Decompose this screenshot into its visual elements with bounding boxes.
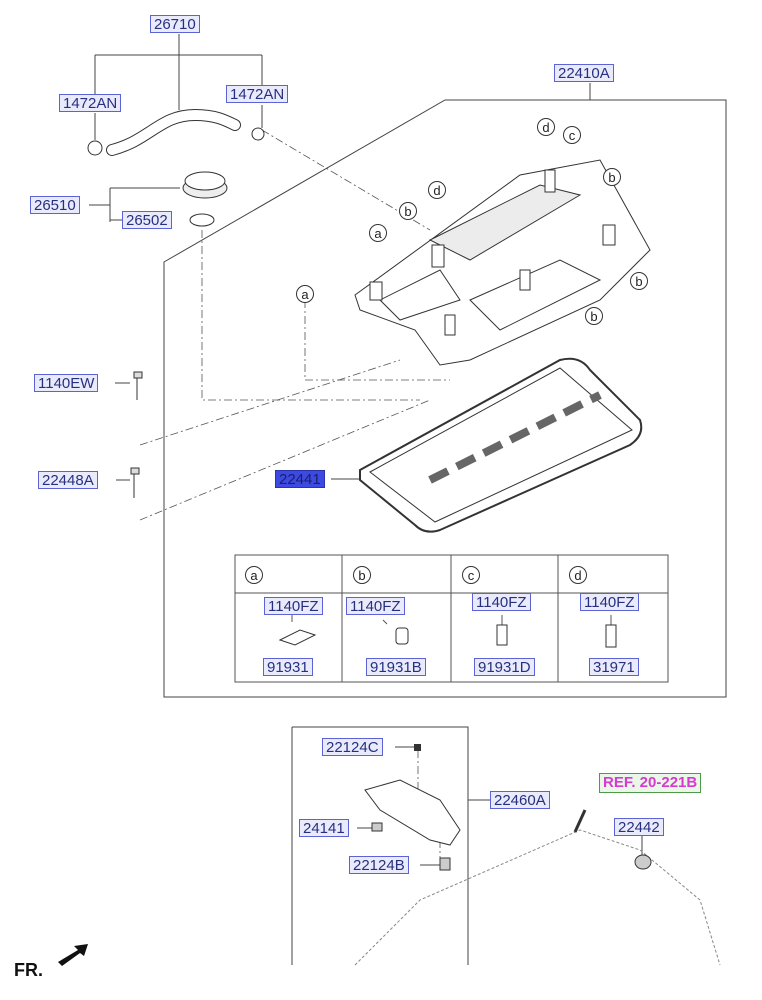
front-arrow	[58, 944, 88, 966]
part-label-24141[interactable]: 24141	[299, 819, 349, 837]
part-label-31971[interactable]: 31971	[589, 658, 639, 676]
part-label-91931b[interactable]: 91931B	[366, 658, 426, 676]
part-label-22124b[interactable]: 22124B	[349, 856, 409, 874]
callout-b: b	[399, 202, 417, 220]
leader-26510	[89, 187, 180, 222]
part-label-22442[interactable]: 22442	[614, 818, 664, 836]
part-label-26510[interactable]: 26510	[30, 196, 80, 214]
callout-a: a	[296, 285, 314, 303]
part-label-22448a[interactable]: 22448A	[38, 471, 98, 489]
leader-26710	[94, 34, 263, 110]
part-label-1140fz-c[interactable]: 1140FZ	[472, 593, 531, 611]
part-label-1472an-right[interactable]: 1472AN	[226, 85, 289, 103]
assembly-frame	[163, 99, 727, 698]
table-header-d: d	[569, 566, 587, 584]
part-label-26710[interactable]: 26710	[150, 15, 200, 33]
callout-a: a	[369, 224, 387, 242]
part-label-1140ew[interactable]: 1140EW	[34, 374, 99, 392]
part-label-1140fz-b[interactable]: 1140FZ	[346, 597, 405, 615]
ref-link-20-221b[interactable]: REF. 20-221B	[599, 773, 702, 793]
callout-d: d	[428, 181, 446, 199]
part-label-91931d[interactable]: 91931D	[474, 658, 535, 676]
part-label-1140fz-d[interactable]: 1140FZ	[580, 593, 639, 611]
part-label-1472an-left[interactable]: 1472AN	[59, 94, 122, 112]
part-label-26502[interactable]: 26502	[122, 211, 172, 229]
part-label-22124c[interactable]: 22124C	[322, 738, 383, 756]
table-header-c: c	[462, 566, 480, 584]
part-label-1140fz-a[interactable]: 1140FZ	[264, 597, 323, 615]
rocker-cover	[354, 159, 651, 366]
part-label-91931[interactable]: 91931	[263, 658, 313, 676]
callout-b: b	[630, 272, 648, 290]
front-direction-label: FR.	[14, 960, 43, 980]
callout-b: b	[603, 168, 621, 186]
part-label-22460a[interactable]: 22460A	[490, 791, 550, 809]
callout-b: b	[585, 307, 603, 325]
callout-c: c	[563, 126, 581, 144]
callout-d: d	[537, 118, 555, 136]
part-label-22410a[interactable]: 22410A	[554, 64, 614, 82]
table-header-a: a	[245, 566, 263, 584]
part-label-22441-selected[interactable]: 22441	[275, 470, 325, 488]
table-header-b: b	[353, 566, 371, 584]
